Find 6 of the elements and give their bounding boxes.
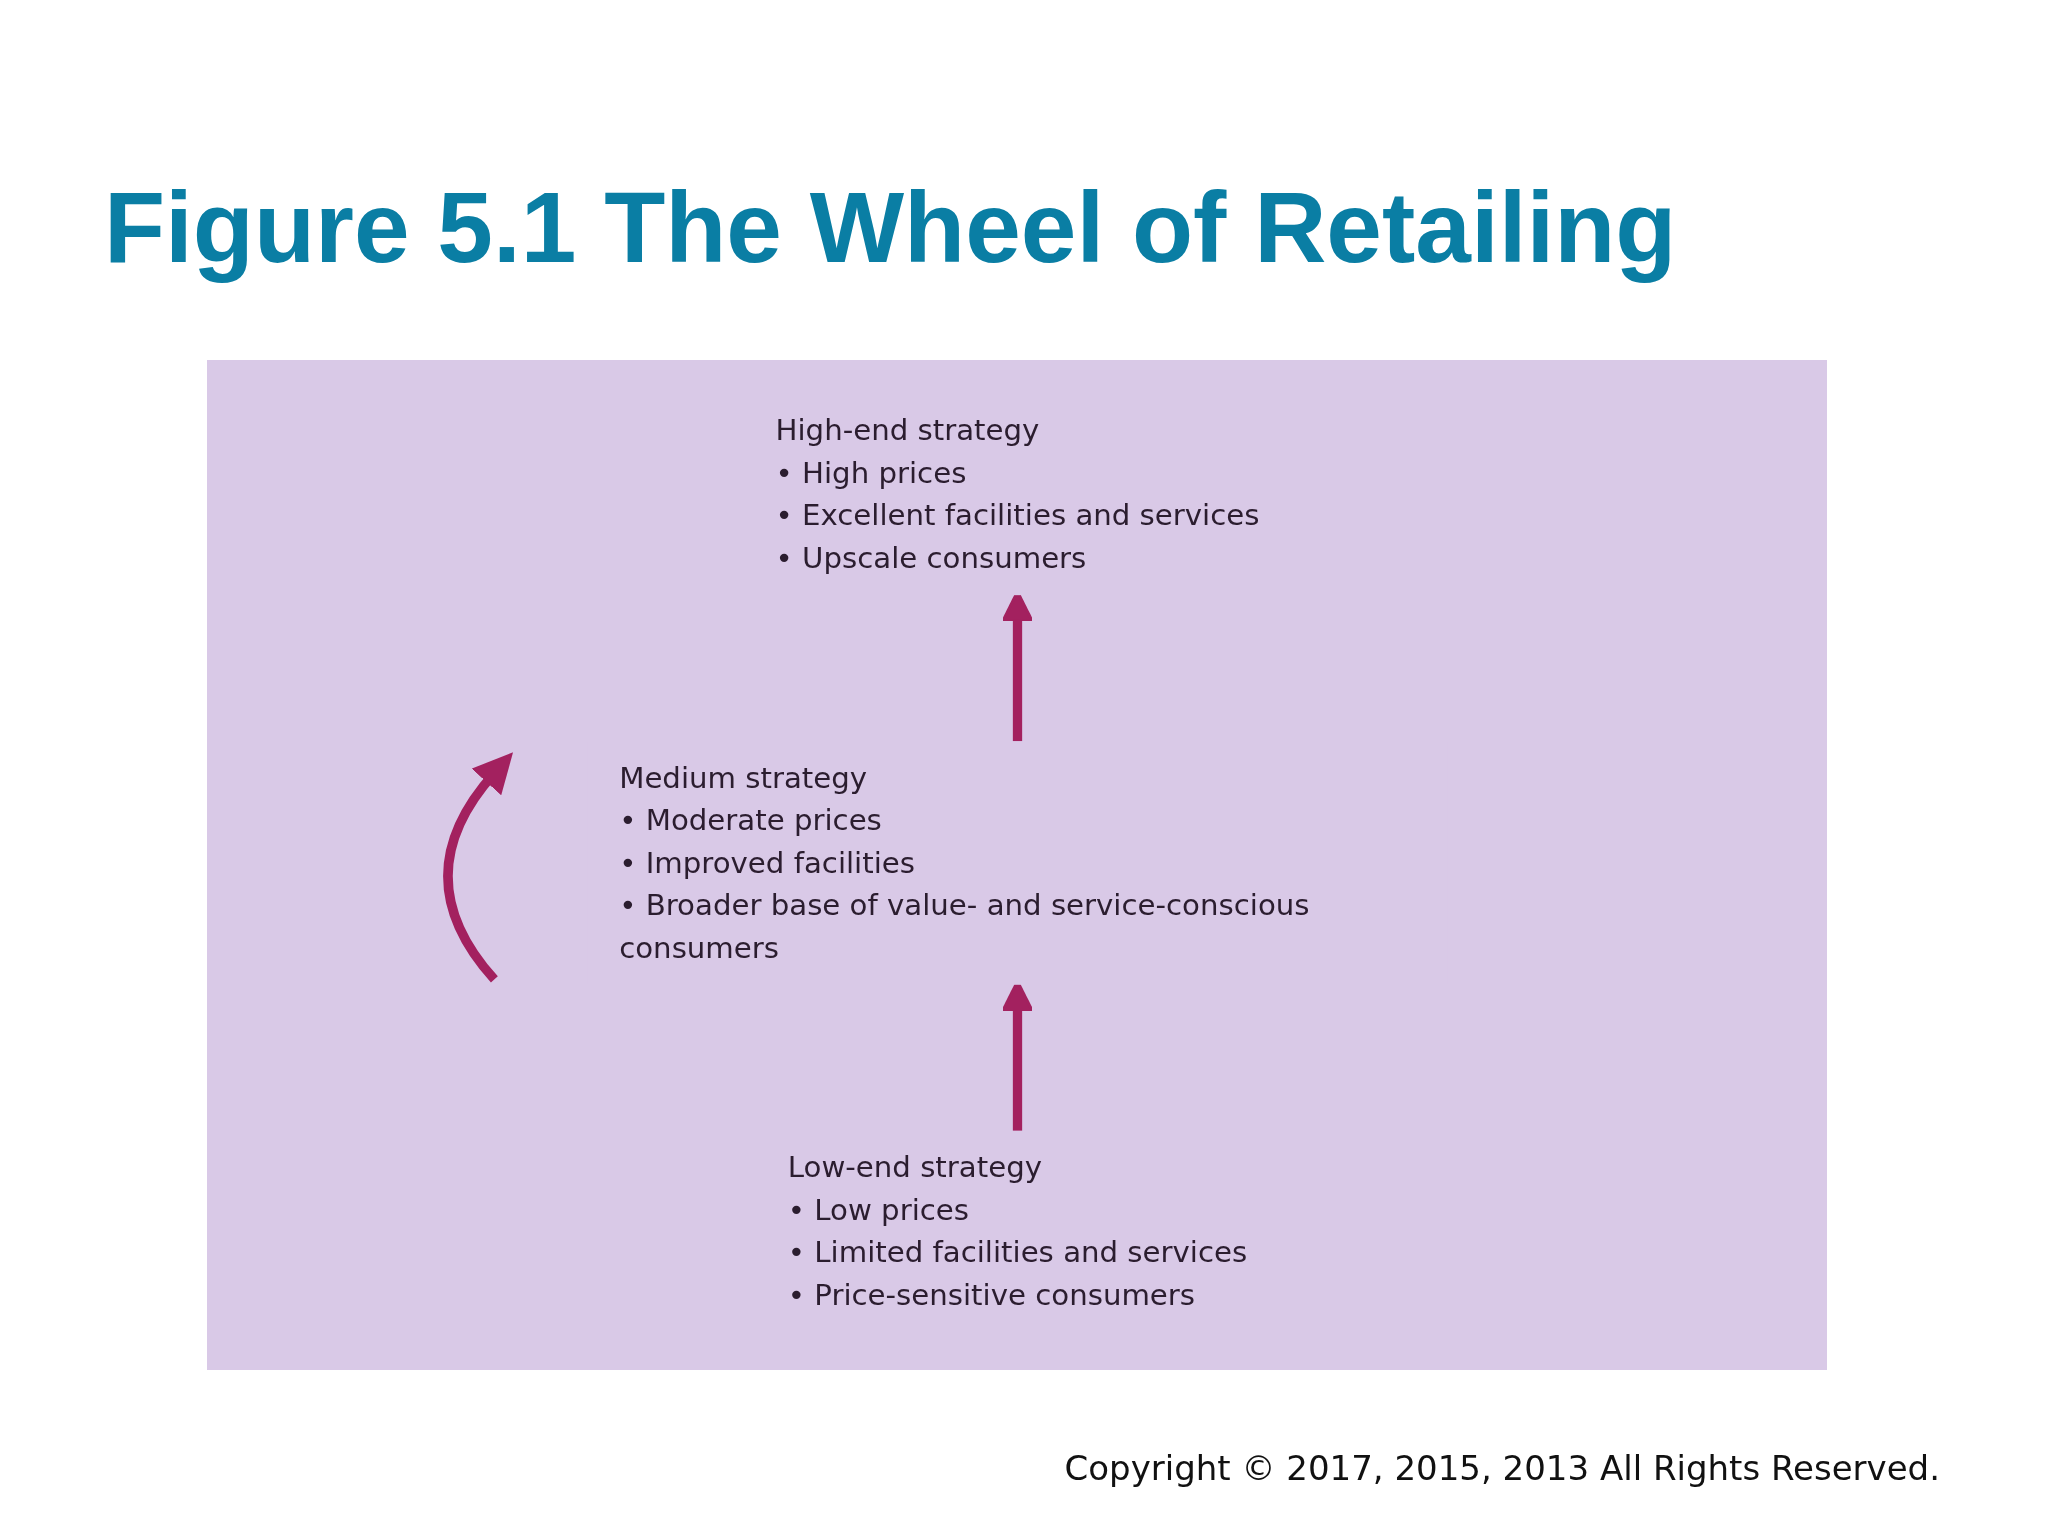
figure-title: Figure 5.1 The Wheel of Retailing [104,170,1677,285]
diagram-panel: High-end strategy • High prices • Excellent facilities and services • Upscale consumers Medium strategy • Moderate prices • Improved facilities • Broader base of value- and service-conscious consumers Low-end strategy • Low prices • Limited facilities and services • Price-sensitive consumers [207,360,1827,1370]
node-text: Low-end strategy • Low prices • Limited facilities and services • Price-sensitive consumers [787,1150,1247,1311]
node-text: High-end strategy • High prices • Excellent facilities and services • Upscale consumers [775,413,1259,575]
copyright-note: Copyright © 2017, 2015, 2013 All Rights Reserved. [1064,1448,1940,1488]
node-text: Medium strategy • Moderate prices • Improved facilities • Broader base of value- and service-conscious consumers [618,761,1309,964]
